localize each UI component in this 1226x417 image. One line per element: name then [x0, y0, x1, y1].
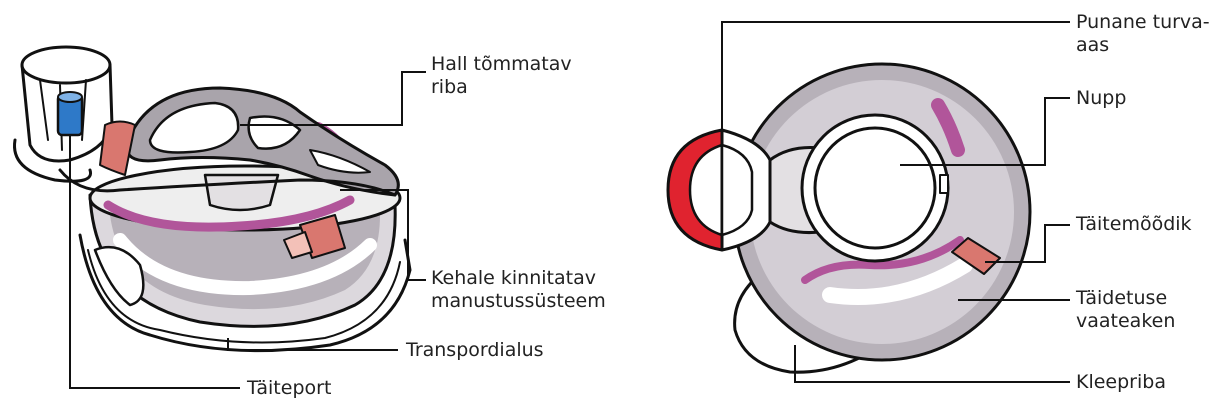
label-on-body-system: Kehale kinnitatav manustussüsteem	[431, 267, 606, 313]
label-fill-window: Täidetuse vaateaken	[1076, 287, 1175, 333]
label-red-safety-loop: Punane turva- aas	[1076, 11, 1210, 57]
label-fill-port: Täiteport	[247, 377, 331, 400]
device-side-view-illustration	[15, 47, 411, 351]
label-transport-base: Transpordialus	[406, 339, 544, 362]
label-gray-pull-strip: Hall tõmmatav riba	[431, 53, 572, 99]
label-adhesive-tab: Kleepriba	[1076, 371, 1166, 394]
label-fill-indicator: Täitemõõdik	[1076, 213, 1192, 236]
button	[815, 128, 935, 248]
label-button: Nupp	[1076, 87, 1126, 110]
